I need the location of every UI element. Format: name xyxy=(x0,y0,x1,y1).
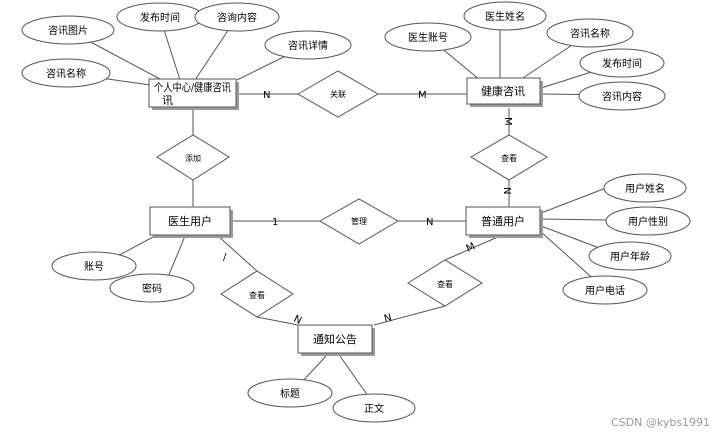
attr-label: 咨讯名称 xyxy=(46,67,86,80)
attr-label: 咨讯图片 xyxy=(48,24,88,37)
entity-profile-health-news: 个人中心/健康咨讯 讯 xyxy=(148,78,239,110)
card-view-user: N xyxy=(501,187,512,194)
relation-add-label: 添加 xyxy=(185,153,201,163)
card-doctor-view: / xyxy=(223,252,227,263)
attr-label: 发布时间 xyxy=(602,57,642,70)
card-view-notice-left: N xyxy=(292,314,303,327)
attr-notice-body: 正文 xyxy=(332,393,416,423)
relation-associate: 关联 xyxy=(296,70,380,118)
cardinality-labels: N M M N 1 N / N M N xyxy=(223,90,513,327)
attr-label: 用户电话 xyxy=(585,284,625,297)
attr-notice-title: 标题 xyxy=(247,378,333,408)
card-profile-associate: N xyxy=(263,90,270,101)
attr-profile-image: 咨讯图片 xyxy=(21,15,115,45)
attr-label: 密码 xyxy=(142,282,162,295)
relation-view-notice-right-label: 查看 xyxy=(437,279,453,289)
relation-associate-label: 关联 xyxy=(330,89,346,99)
card-associate-news: M xyxy=(418,90,427,101)
entity-profile-label-wrap: 讯 xyxy=(162,94,173,107)
entity-notice: 通知公告 xyxy=(297,324,375,356)
attr-label: 用户姓名 xyxy=(625,182,665,195)
entity-notice-label: 通知公告 xyxy=(313,332,357,346)
attr-label: 标题 xyxy=(280,388,300,400)
attr-label: 用户性别 xyxy=(628,215,668,228)
attr-doctor-password: 密码 xyxy=(109,273,195,303)
entity-profile-label: 个人中心/健康咨讯 xyxy=(154,80,231,94)
entity-normal-user: 普通用户 xyxy=(465,206,543,238)
attr-doctor-account: 账号 xyxy=(51,251,137,281)
attr-label: 账号 xyxy=(84,261,104,273)
relation-manage: 管理 xyxy=(318,198,400,245)
attr-news-name: 咨讯名称 xyxy=(546,18,634,48)
attr-news-doctor-account: 医生账号 xyxy=(384,22,472,52)
attr-label: 咨讯详情 xyxy=(288,39,328,52)
card-doctor-manage: 1 xyxy=(272,217,278,228)
attr-user-age: 用户年龄 xyxy=(588,241,672,271)
attr-news-publish-time: 发布时间 xyxy=(579,48,665,78)
watermark: CSDN @kybs1991 xyxy=(611,416,710,429)
attr-user-phone: 用户电话 xyxy=(562,275,648,305)
entity-health-news: 健康咨讯 xyxy=(466,77,543,107)
entity-health-news-label: 健康咨讯 xyxy=(481,84,525,98)
attr-news-doctor-name: 医生姓名 xyxy=(463,1,547,31)
attr-label: 医生账号 xyxy=(408,31,448,44)
attr-news-content: 咨讯内容 xyxy=(578,81,666,111)
attr-label: 用户年龄 xyxy=(610,250,650,263)
card-view-notice-right: N xyxy=(383,312,393,325)
entity-doctor-label: 医生用户 xyxy=(168,214,212,228)
attr-label: 正文 xyxy=(364,402,384,415)
attr-user-gender: 用户性别 xyxy=(605,206,691,236)
attr-profile-publish-time: 发布时间 xyxy=(116,2,204,32)
relation-view-news-label: 查看 xyxy=(501,153,517,163)
attr-label: 咨询内容 xyxy=(217,11,257,24)
card-user-view: M xyxy=(465,241,477,255)
relation-view-notice-left: 查看 xyxy=(220,270,294,318)
attr-label: 医生姓名 xyxy=(485,10,525,23)
relation-view-notice-left-label: 查看 xyxy=(249,290,265,300)
attr-label: 发布时间 xyxy=(140,11,180,24)
entity-user-label: 普通用户 xyxy=(481,214,525,228)
entity-doctor-user: 医生用户 xyxy=(149,206,233,238)
relation-add: 添加 xyxy=(156,134,230,181)
relation-view-news: 查看 xyxy=(470,134,548,181)
attr-label: 咨讯名称 xyxy=(570,27,610,40)
attr-user-name: 用户姓名 xyxy=(603,173,687,203)
attr-profile-content: 咨询内容 xyxy=(194,2,280,32)
relation-view-notice-right: 查看 xyxy=(407,259,483,307)
attr-profile-name: 咨讯名称 xyxy=(21,58,111,88)
card-news-view: M xyxy=(502,117,513,126)
relation-manage-label: 管理 xyxy=(351,216,367,226)
card-manage-user: N xyxy=(426,217,433,228)
attr-profile-detail: 咨讯详情 xyxy=(264,30,352,60)
attr-label: 咨讯内容 xyxy=(602,90,642,103)
